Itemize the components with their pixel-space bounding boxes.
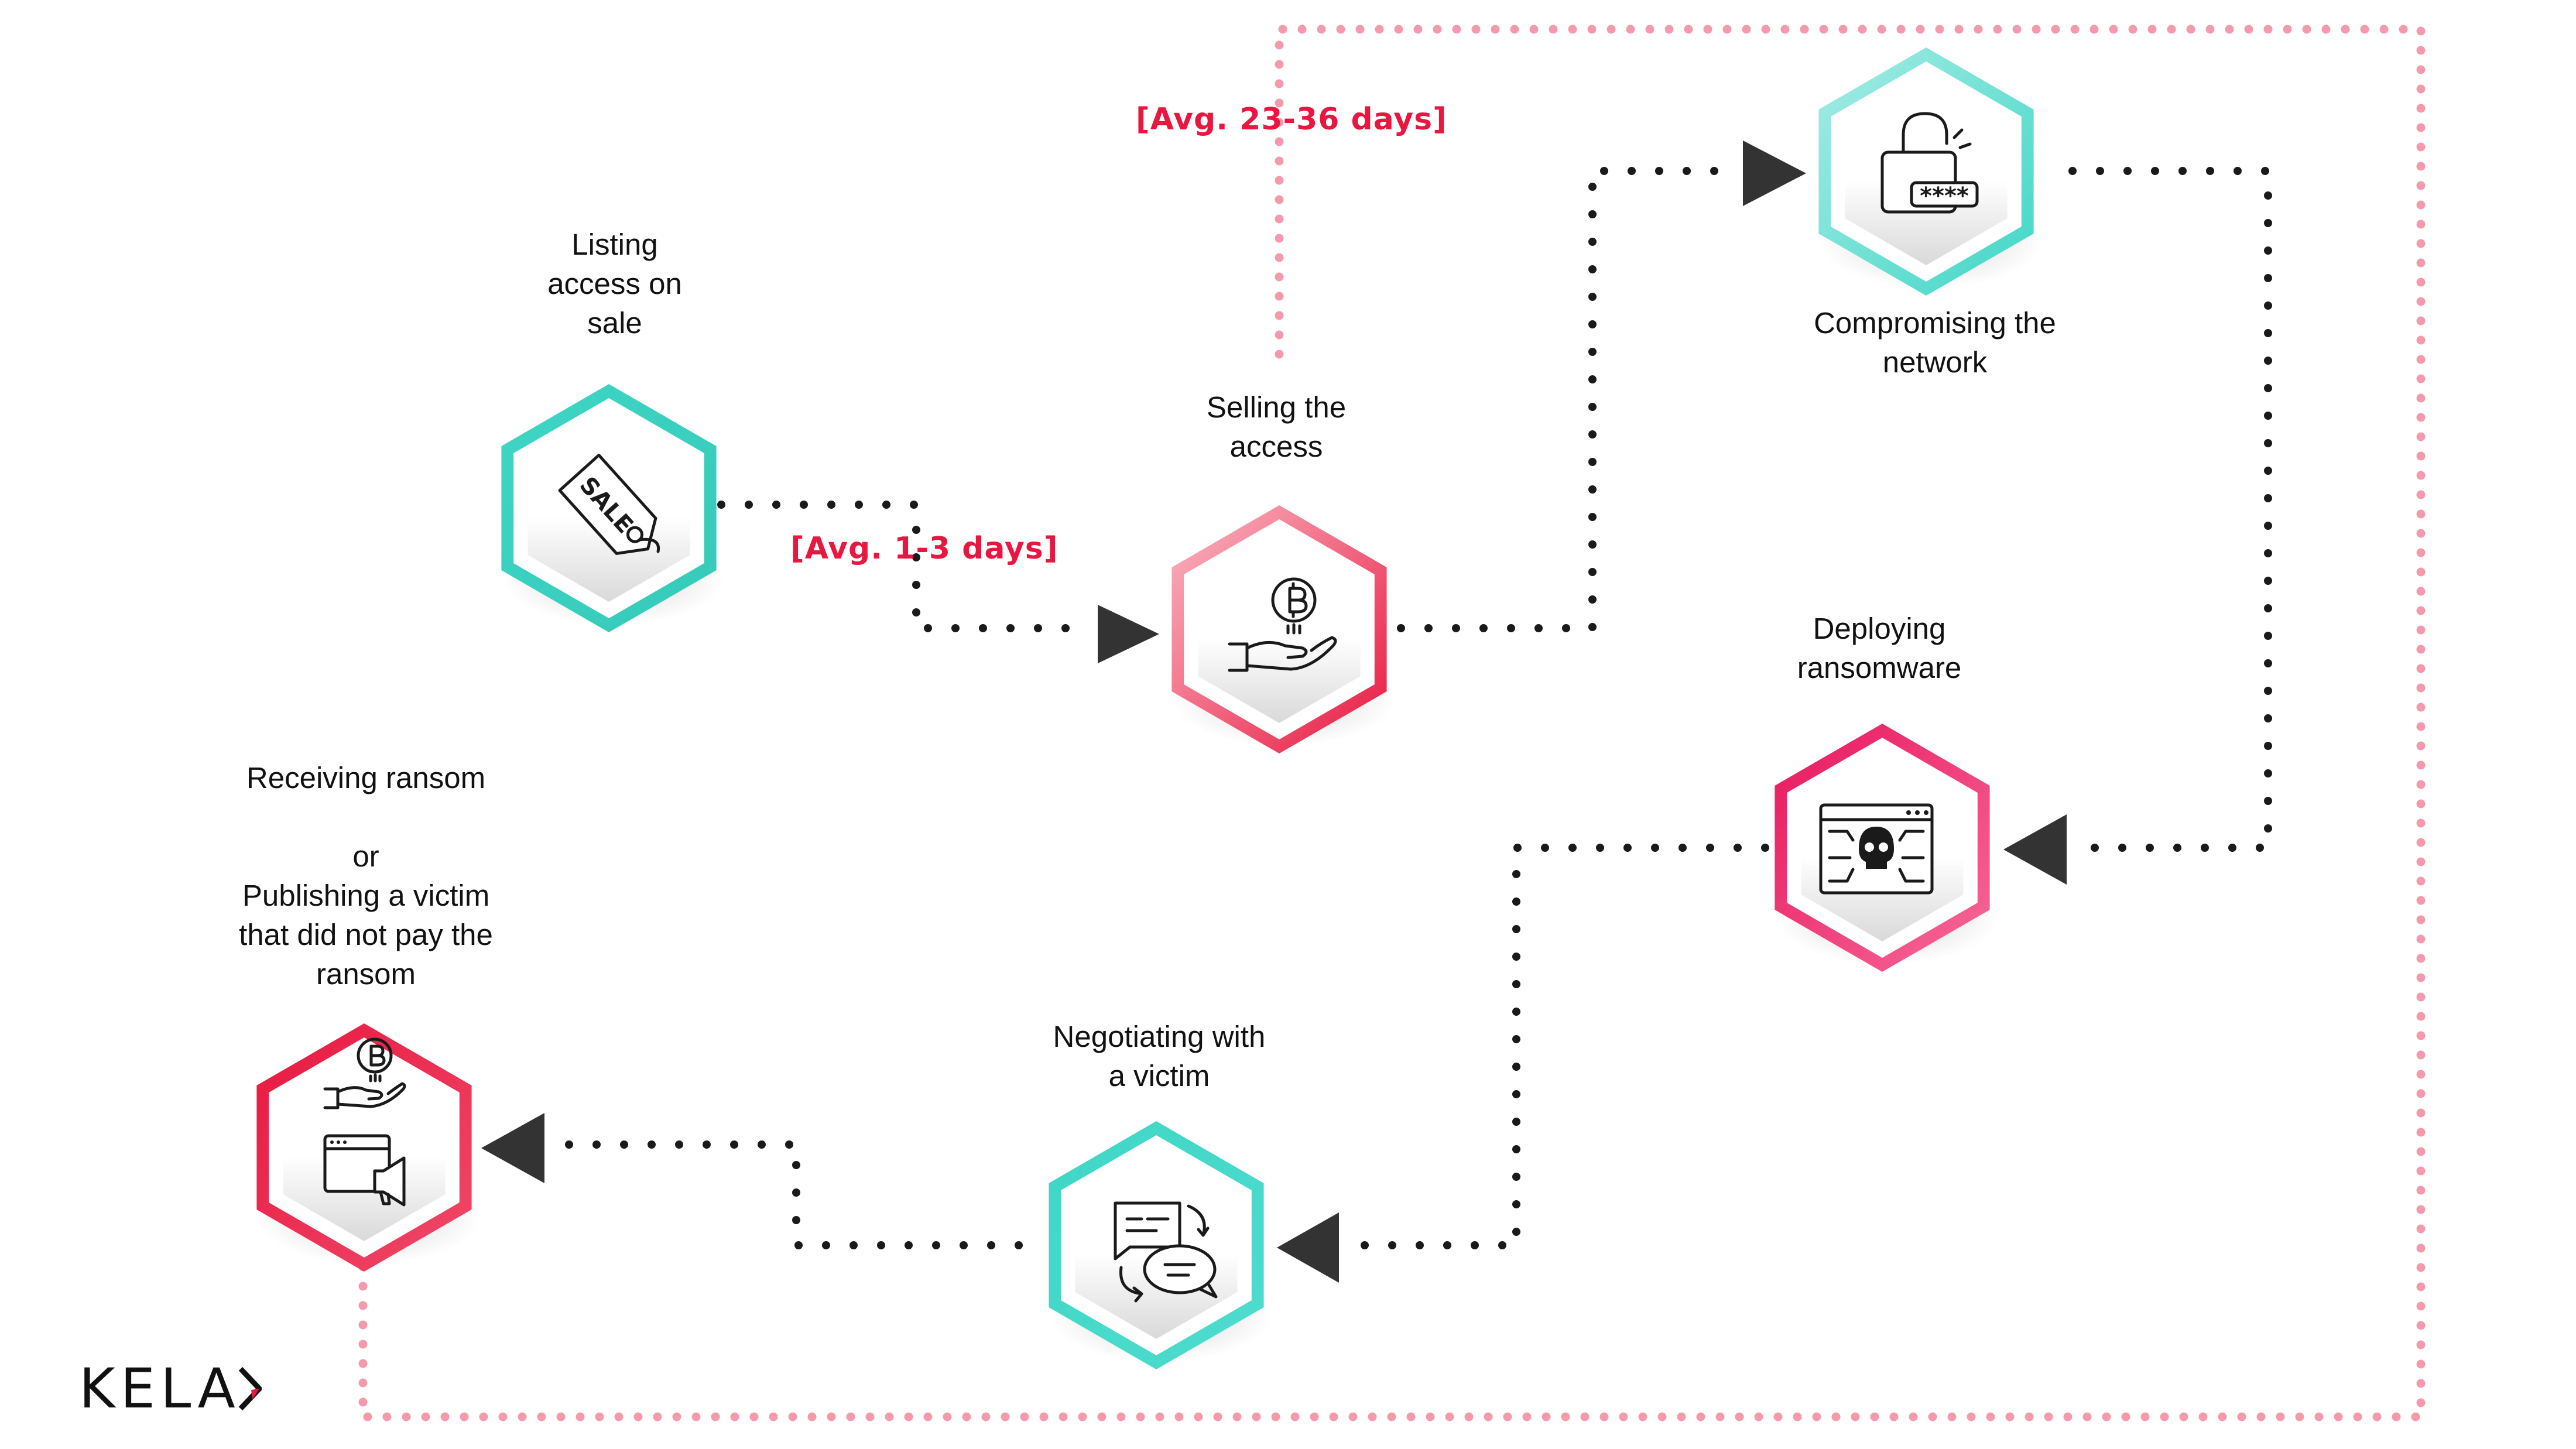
arrowhead-to-selling [1098,605,1159,663]
arrowhead-to-negotiating [1277,1212,1339,1283]
svg-text:****: **** [1920,183,1969,210]
connector-selling-to-compromising [1397,167,1731,632]
padlock-password-icon: **** [1880,112,1979,214]
kela-logo-text: KELA [79,1357,241,1421]
skull-browser-icon [1819,803,1934,895]
bitcoin-hand-and-megaphone-icon [323,1037,406,1207]
arrowhead-to-receiving [481,1113,544,1183]
connectors [552,167,2272,1249]
step-label-receiving: Receiving ransom or Publishing a victim … [239,761,493,991]
duration-label-1-3-days: [Avg. 1-3 days] [790,531,1059,566]
node-selling [1171,505,1395,753]
connector-listing-to-selling [717,501,1075,632]
step-label-selling: Selling the access [1206,390,1347,463]
step-label-compromising: Compromising the network [1814,306,2056,379]
arrowhead-to-deploying [2003,814,2067,885]
loop-path [358,25,2426,1421]
bitcoin-hand-icon [1228,577,1337,672]
chat-bubbles-icon [1114,1201,1218,1303]
step-label-negotiating: Negotiating with a victim [1053,1020,1266,1092]
connector-compromising-to-deploying [2068,167,2272,852]
step-label-deploying: Deploying ransomware [1797,612,1962,684]
connector-negotiating-to-receiving [552,1140,1023,1249]
kela-logo-mark-icon [238,1366,262,1411]
arrowhead-to-compromising [1743,141,1806,206]
duration-label-23-36-days: [Avg. 23-36 days] [1136,102,1447,137]
kela-logo: KELA [79,1357,272,1421]
node-hexagon-inner [1198,536,1361,723]
connector-deploying-to-negotiating [1337,844,1769,1249]
step-label-listing: Listing access on sale [547,228,682,340]
